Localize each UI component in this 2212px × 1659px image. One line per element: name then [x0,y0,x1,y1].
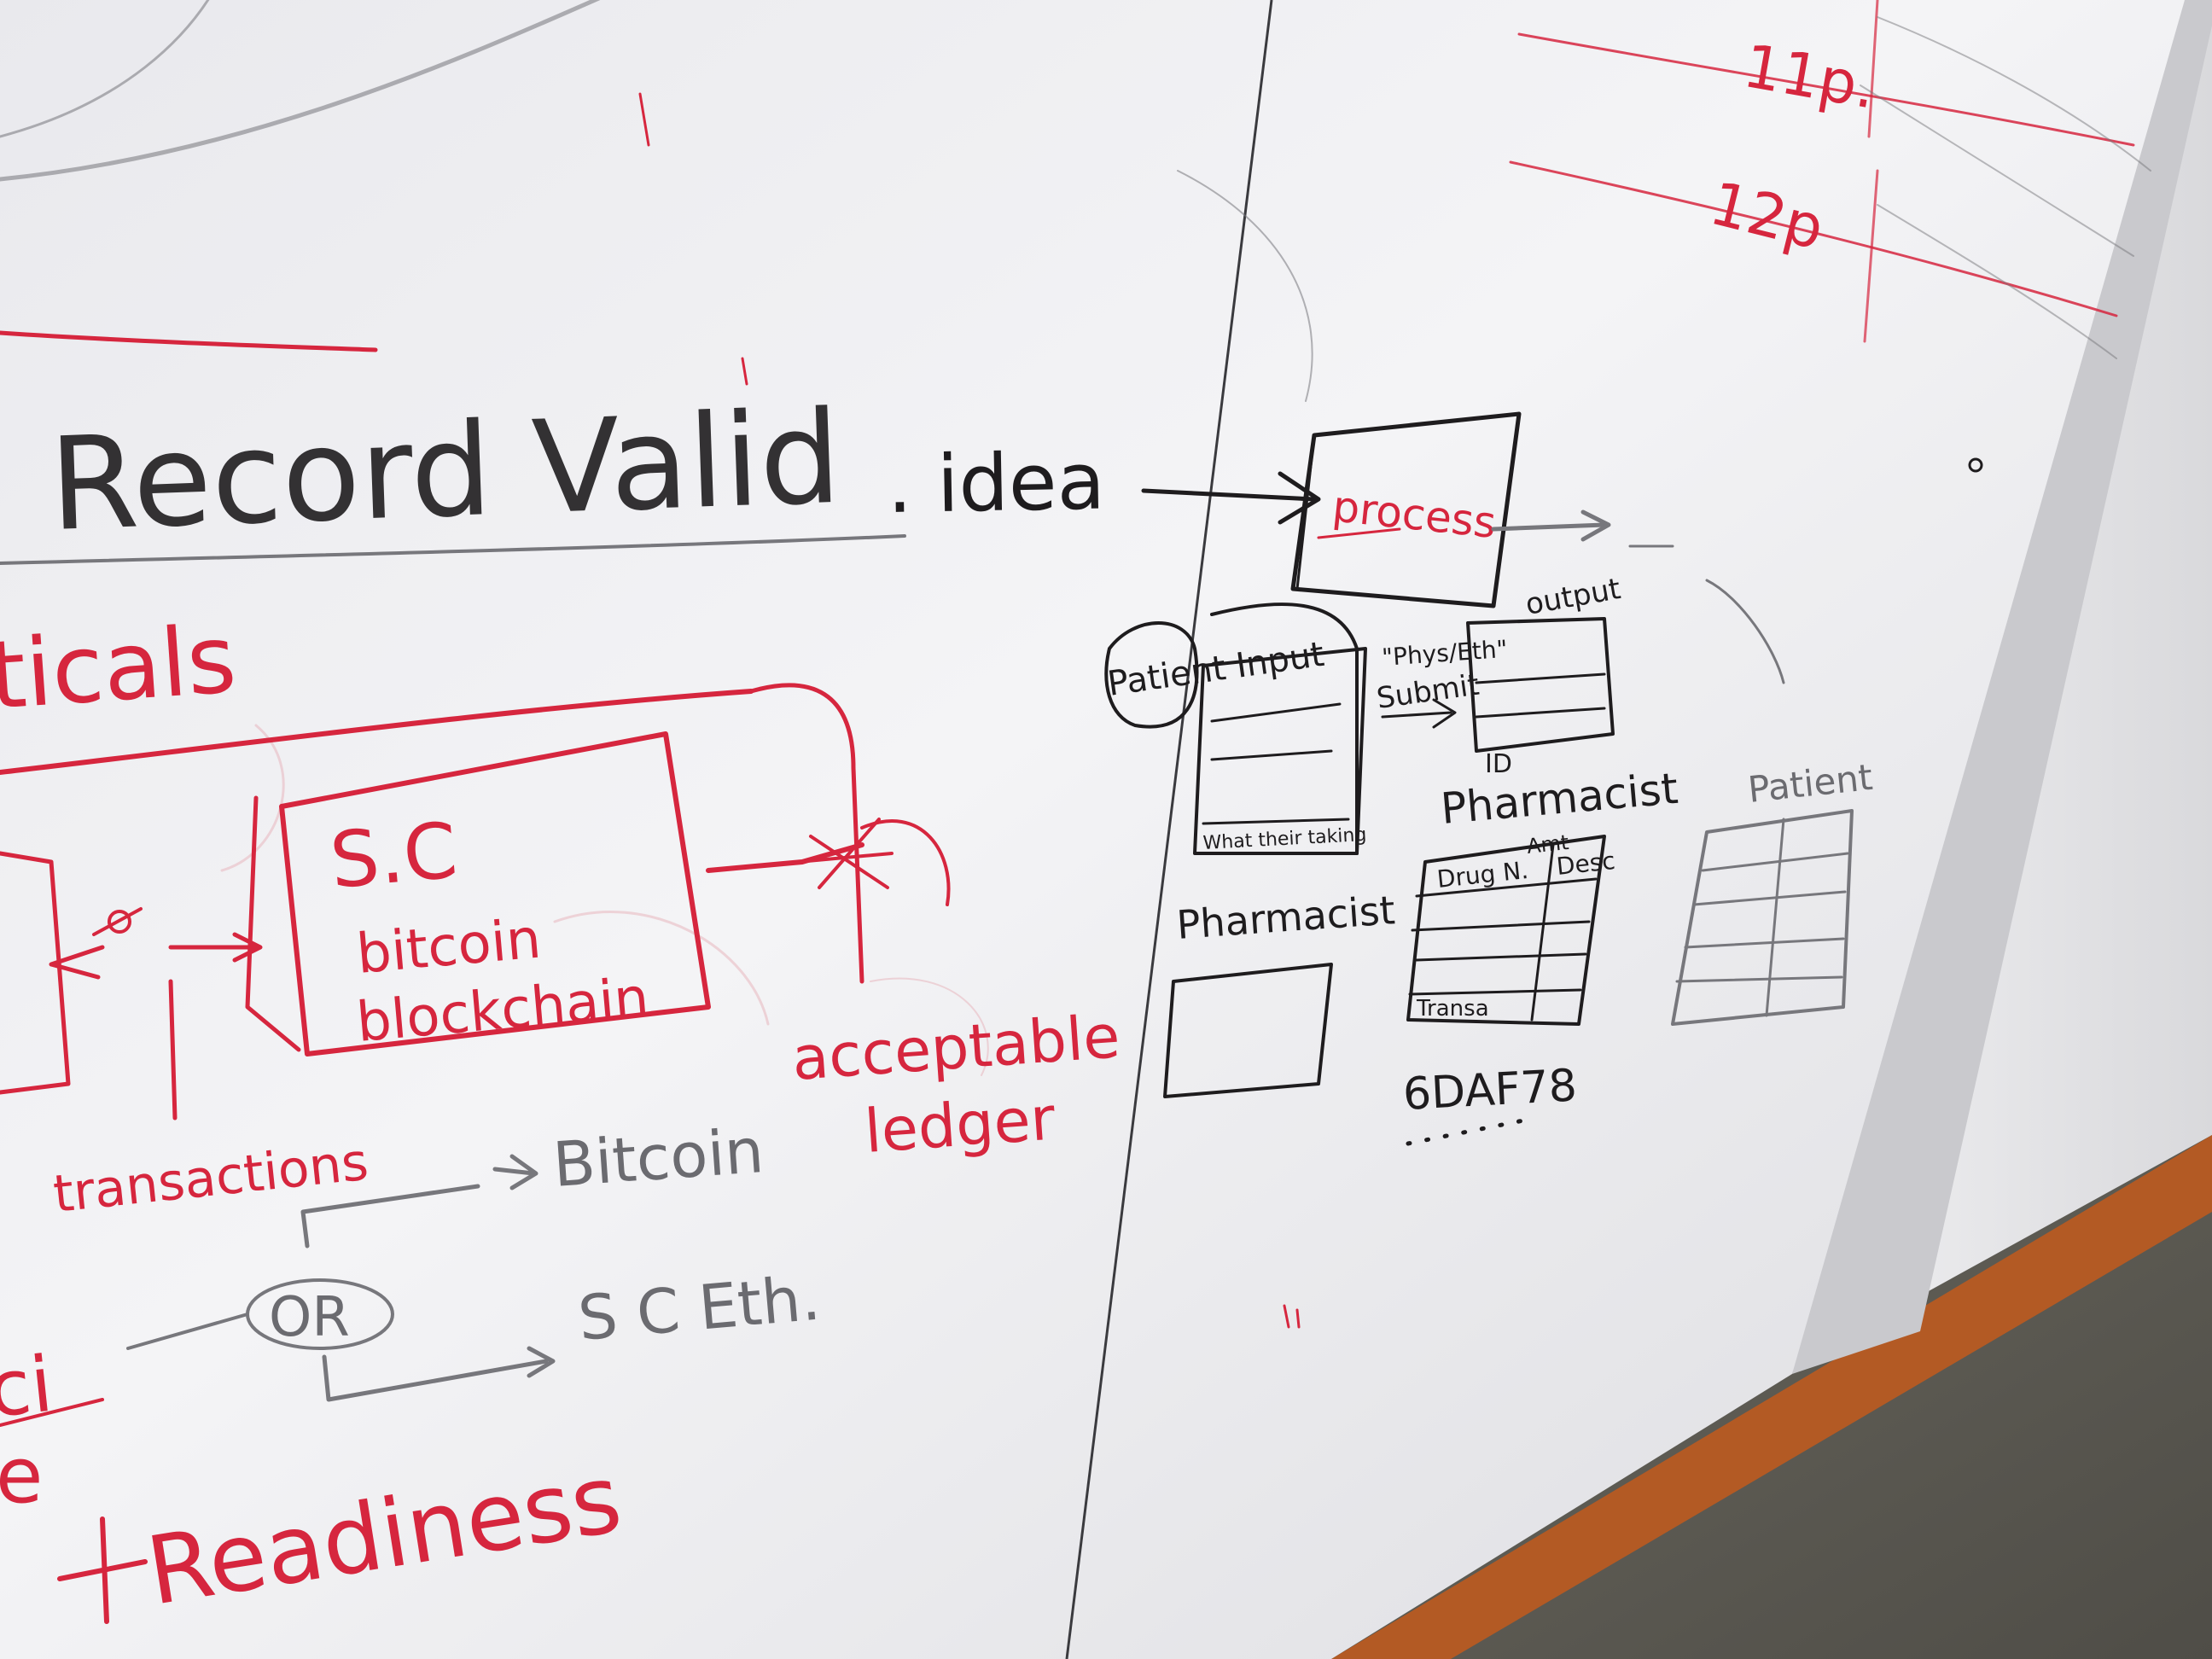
red-tick-marks [638,92,1301,1329]
or-flow: OR [126,1154,556,1402]
id-label: ID [1485,749,1512,779]
board-dot [1968,457,1983,473]
main-heading: Record Valid [47,384,843,560]
patient-table: Patient [1671,756,1874,1026]
hash-value: 6DAF78 [1402,1060,1579,1121]
wood-trim [1331,1135,2212,1659]
hash-dots [1406,1117,1530,1146]
record-valid-heading: Record Valid . idea [0,384,1106,565]
transa-label: Transa [1416,996,1489,1022]
sc-box: S.C bitcoin blockchain [245,731,711,1057]
verticals-fragment: ticals [0,604,240,731]
sc-connectors [0,683,951,1121]
board-seam [1065,0,1273,1659]
fragment-ci-underline [0,1398,104,1427]
erased-marks [0,0,1313,1076]
board-edge-shadow [1792,0,2212,1374]
heading-suffix: . idea [887,436,1106,531]
fragment-e: e [0,1431,43,1521]
heading-underline [0,534,906,565]
ledger-label: ledger [862,1084,1057,1167]
pharmacist-table: Pharmacist Amt Drug N. Desc Transa [1406,764,1680,1026]
idea-arrow [1141,471,1321,525]
fragment-ci: ci [0,1340,56,1435]
amt-label: Amt [1526,830,1570,859]
readiness-plus [57,1516,148,1624]
process-out-arrow [1491,509,1785,684]
bitcoin-branch: Bitcoin [550,1115,765,1201]
sc-title: S.C [327,806,461,906]
desc-col: Desc [1555,847,1616,881]
or-label: OR [269,1286,350,1349]
red-divider-line [0,330,378,352]
